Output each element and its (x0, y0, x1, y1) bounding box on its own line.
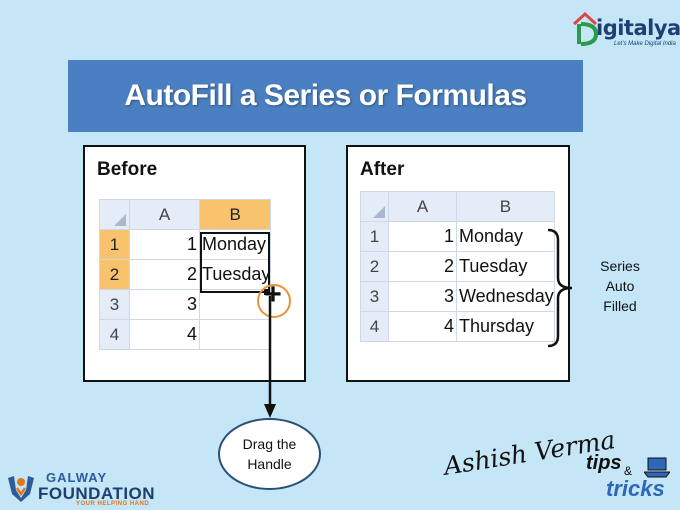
column-header-b: B (198, 199, 272, 230)
cell-a: 1 (388, 221, 457, 252)
cell-b (198, 319, 272, 350)
row-header: 3 (360, 281, 389, 312)
after-title: After (360, 159, 405, 180)
title-banner: AutoFill a Series or Formulas (68, 60, 583, 132)
row-header: 2 (99, 259, 130, 290)
laptop-icon (644, 457, 670, 478)
helping-hands-icon (8, 476, 34, 502)
after-panel: After A B 1 1 Monday 2 2 Tuesday 3 3 Wed… (346, 145, 570, 382)
table-row: 4 4 Thursday (360, 311, 555, 342)
row-header: 4 (360, 311, 389, 342)
crosshair-cursor-icon: + (264, 278, 282, 311)
cell-b: Wednesday (456, 281, 555, 312)
page-title: AutoFill a Series or Formulas (124, 79, 527, 112)
cell-b: Thursday (456, 311, 555, 342)
row-header: 1 (360, 221, 389, 252)
digitalya-logo: igitalya Let's Make Digital India (570, 6, 680, 52)
galway-name: GALWAY (46, 470, 108, 485)
galway-tagline: YOUR HELPING HAND (76, 501, 150, 507)
foundation-name: FOUNDATION (38, 484, 156, 503)
ampersand: & (624, 464, 633, 478)
row-header: 2 (360, 251, 389, 282)
fill-handle-highlight-circle (257, 284, 291, 318)
selection-box (200, 232, 270, 293)
drag-handle-callout: Drag the Handle (218, 418, 321, 490)
table-row: 2 2 Tuesday (360, 251, 555, 282)
table-row: 2 2 Tuesday (99, 259, 272, 290)
cell-a: 3 (388, 281, 457, 312)
before-title: Before (97, 159, 158, 180)
row-header: 3 (99, 289, 130, 320)
cell-a: 2 (129, 259, 200, 290)
select-all-corner (99, 199, 130, 230)
column-header-a: A (129, 199, 200, 230)
cell-a: 3 (129, 289, 200, 320)
row-header: 1 (99, 229, 130, 260)
before-spreadsheet: A B 1 1 Monday 2 2 Tuesday 3 3 4 4 (99, 199, 272, 350)
curly-bracket-icon (547, 228, 573, 348)
drag-handle-text: Drag the Handle (242, 436, 297, 472)
cell-b: Tuesday (456, 251, 555, 282)
cell-a: 4 (129, 319, 200, 350)
digitalya-tagline: Let's Make Digital India (614, 41, 676, 47)
after-spreadsheet: A B 1 1 Monday 2 2 Tuesday 3 3 Wednesday… (360, 191, 555, 342)
column-header-a: A (388, 191, 457, 222)
column-header-b: B (456, 191, 555, 222)
table-row: 1 1 Monday (99, 229, 272, 260)
drag-arrow-icon (264, 296, 276, 418)
row-header: 4 (99, 319, 130, 350)
digitalya-name: igitalya (596, 16, 680, 40)
digitalya-d-icon (572, 11, 599, 46)
table-row: 1 1 Monday (360, 221, 555, 252)
cell-a: 2 (388, 251, 457, 282)
series-auto-filled-label: Series Auto Filled (600, 258, 640, 314)
tips-tricks-logo: tips & tricks (584, 452, 678, 506)
table-row: 3 3 (99, 289, 272, 320)
select-all-corner (360, 191, 389, 222)
cell-a: 4 (388, 311, 457, 342)
tips-word: tips (586, 452, 622, 474)
cell-b: Monday (456, 221, 555, 252)
table-row: 3 3 Wednesday (360, 281, 555, 312)
cell-a: 1 (129, 229, 200, 260)
table-row: 4 4 (99, 319, 272, 350)
galway-foundation-logo: GALWAY FOUNDATION YOUR HELPING HAND (6, 468, 166, 508)
tricks-word: tricks (606, 476, 665, 501)
